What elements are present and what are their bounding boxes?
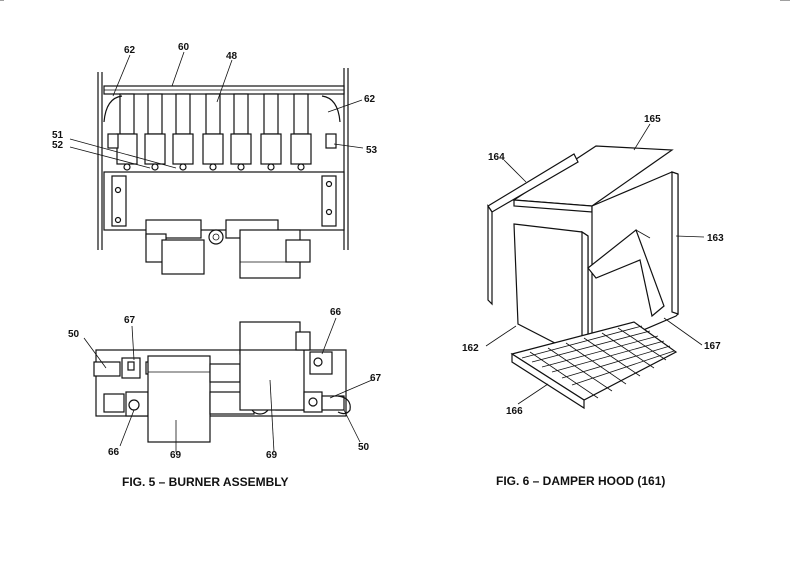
label-66-right: 66 [330,307,342,318]
leader-lines-bottom [83,317,373,453]
burner-assembly-plan-view [93,321,351,443]
burner-assembly-top-view [97,68,349,279]
label-67-right: 67 [370,373,382,384]
label-164: 164 [488,152,505,163]
label-53: 53 [366,145,378,156]
label-67-left: 67 [124,315,136,326]
label-62-left: 62 [124,45,136,56]
leader-lines-fig6 [485,123,705,405]
label-167: 167 [704,341,721,352]
label-166: 166 [506,406,523,417]
label-69-left: 69 [170,450,182,461]
label-165: 165 [644,114,661,125]
label-50-right: 50 [358,442,370,453]
label-51: 51 [52,130,64,141]
label-60: 60 [178,42,190,53]
label-52: 52 [52,140,64,151]
label-162: 162 [462,343,479,354]
label-50-left: 50 [68,329,80,340]
label-163: 163 [707,233,724,244]
leader-lines-top [69,51,364,169]
burner-tubes [116,93,312,171]
fig5-caption: FIG. 5 – BURNER ASSEMBLY [122,475,288,489]
damper-grille [510,321,678,410]
label-62-right: 62 [364,94,376,105]
label-48: 48 [226,51,238,62]
damper-hood-drawing [487,145,679,410]
label-69-right: 69 [266,450,278,461]
label-66-left: 66 [108,447,120,458]
fig6-caption: FIG. 6 – DAMPER HOOD (161) [496,474,665,488]
